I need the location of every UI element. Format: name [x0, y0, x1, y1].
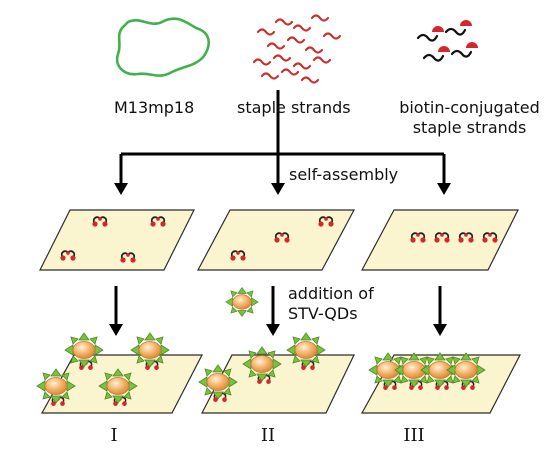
staple-strand-icon: [292, 62, 312, 70]
arrow-to-product-1-head: [109, 324, 123, 336]
biotin-staple-strand-icon: [416, 33, 439, 42]
addition-label-line2: STV-QDs: [288, 304, 358, 323]
addition-label-line1: addition of: [288, 284, 374, 303]
staple-strand-icon: [300, 76, 320, 84]
biotin-staple-strand-icon: [450, 49, 473, 58]
staple-strand-icon: [292, 24, 312, 32]
scaffold-label: M13mp18: [114, 98, 195, 117]
biotin-staple-strand-icon: [422, 53, 445, 62]
staple-strand-icon: [322, 32, 342, 40]
panel-numeral-3: III: [403, 425, 425, 446]
staple-strand-icon: [260, 72, 280, 80]
staple-strand-icon: [312, 56, 332, 64]
self-assembly-label: self-assembly: [289, 165, 399, 184]
arrow-to-product-3-head: [433, 324, 447, 336]
staple-strand-icon: [252, 58, 272, 66]
biotin-tag-icon: [460, 20, 472, 26]
staple-strand-icon: [256, 28, 276, 36]
biotin-staple-strand-icon: [444, 27, 467, 36]
origami-tile-3: [361, 209, 519, 271]
staple-strand-icon: [266, 42, 286, 50]
biotin-tag-icon: [432, 26, 444, 32]
arrow-to-tile-2-head: [271, 183, 285, 195]
staple-strand-icon: [304, 46, 324, 54]
origami-tile-1: [39, 209, 195, 271]
staple-strand-icon: [286, 36, 306, 44]
staple-strand-icon: [272, 54, 292, 62]
staple-strand-icon: [274, 18, 294, 26]
arrow-to-tile-3-head: [437, 183, 451, 195]
free-stv-qd-icon: [225, 287, 259, 317]
staple-strand-icon: [280, 68, 300, 76]
staple-strand-icon: [310, 14, 330, 22]
panel-numeral-1: I: [110, 425, 118, 446]
biotin-tag-icon: [438, 46, 450, 52]
biotin-staples-label-line2: staple strands: [412, 118, 527, 137]
scaffold-loop-icon: [115, 17, 210, 77]
biotin-staples-label-line1: biotin-conjugated: [399, 98, 540, 117]
panel-numeral-2: II: [260, 425, 276, 446]
arrow-to-tile-1-head: [114, 183, 128, 195]
staple-strands-label: staple strands: [237, 98, 351, 117]
arrow-to-product-2-head: [266, 324, 280, 336]
biotin-tag-icon: [466, 42, 478, 48]
